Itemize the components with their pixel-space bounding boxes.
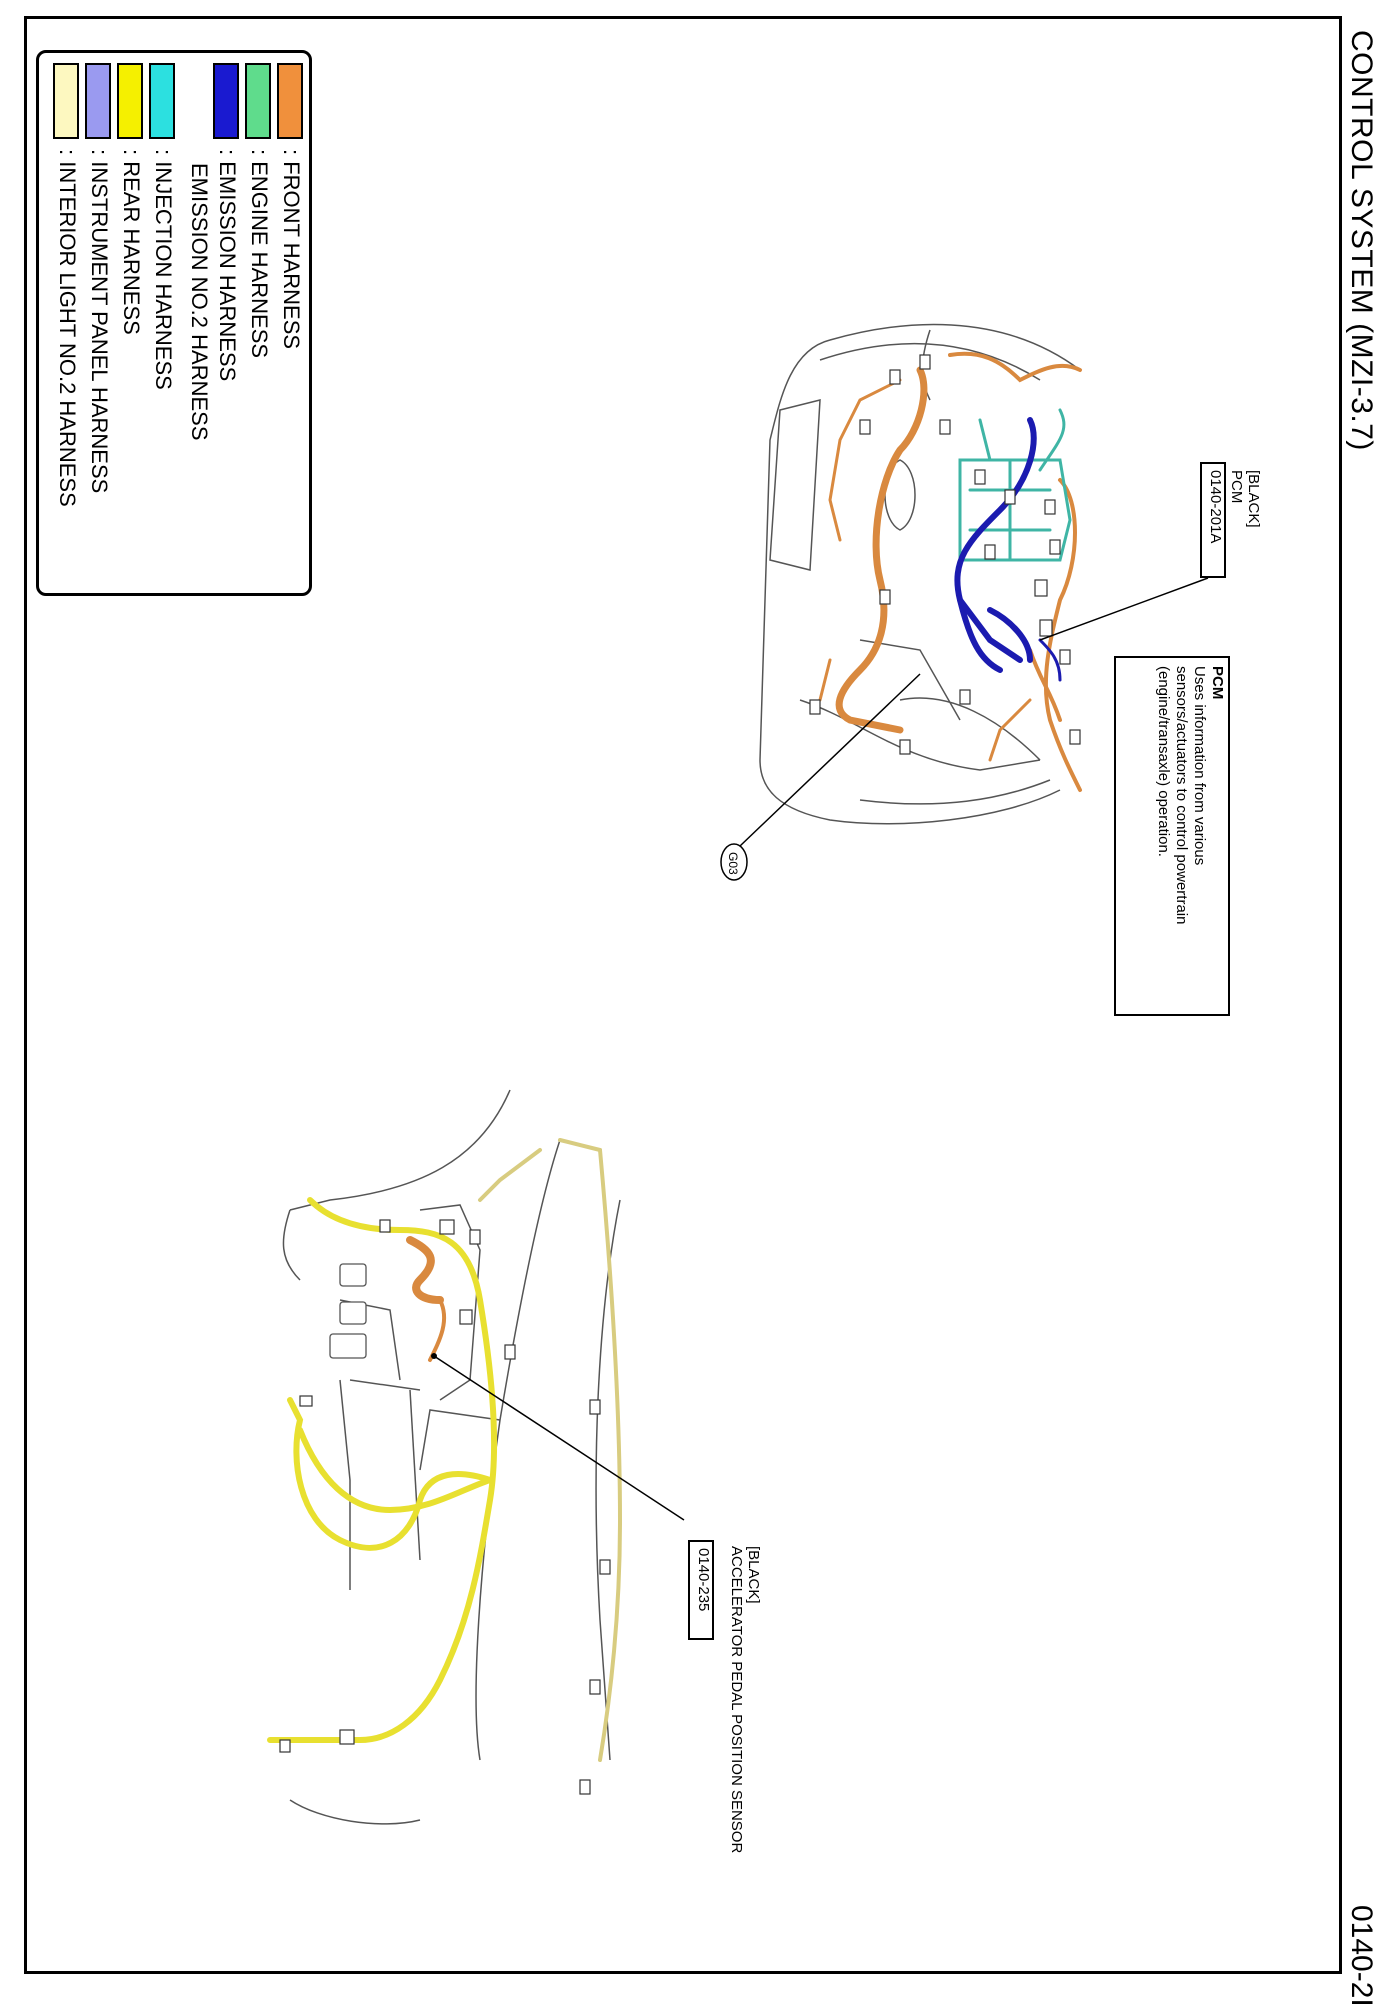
legend-swatch-interior: [53, 63, 79, 139]
page-frame: [24, 16, 1342, 1974]
pcm-code-label: 0140-201A: [1207, 470, 1224, 544]
app-leader-line: [433, 1355, 685, 1521]
ip-connectors: [279, 1219, 611, 1795]
legend-swatch-emission: [213, 63, 239, 139]
app-code-label: 0140-235: [695, 1548, 712, 1612]
emission-harness: [954, 417, 1062, 682]
legend-swatch-instrument: [85, 63, 111, 139]
interior-light-harness: [478, 1138, 623, 1762]
legend-swatch-front: [277, 63, 303, 139]
pcm-code-box: 0140-201A: [1200, 462, 1226, 578]
pedal-shapes: [329, 1263, 367, 1359]
front-harness-ip: [406, 1236, 447, 1362]
injection-harness: [958, 408, 1072, 562]
legend-swatch-injection: [149, 63, 175, 139]
app-sensor-marker: [431, 1353, 437, 1359]
legend-swatch-rear: [117, 63, 143, 139]
engine-compartment-outline: [759, 323, 1081, 825]
app-code-box: 0140-235: [688, 1540, 714, 1640]
engine-connectors: [809, 354, 1081, 755]
instrument-panel-outline: [282, 1089, 621, 1825]
pcm-desc-line-1: Uses information from various: [1191, 666, 1208, 866]
pcm-color-label: [BLACK]: [1245, 470, 1262, 528]
g03-leader-line: [739, 673, 921, 847]
g03-label: G03: [726, 852, 740, 875]
app-color-label: [BLACK]: [745, 1546, 762, 1604]
pcm-description-box: PCM Uses information from various sensor…: [1114, 656, 1230, 1016]
rear-harness: [267, 1197, 498, 1743]
pcm-name-label: PCM: [1228, 470, 1245, 504]
app-name-label: ACCELERATOR PEDAL POSITION SENSOR: [728, 1546, 745, 1854]
front-harness-engine: [818, 351, 1082, 792]
pcm-desc-line-2: sensors/actuators to control powertrain: [1173, 666, 1190, 925]
pcm-desc-line-3: (engine/transaxle) operation.: [1155, 666, 1172, 857]
harness-legend: : FRONT HARNESS : ENGINE HARNESS : EMISS…: [36, 50, 312, 596]
legend-swatch-engine: [245, 63, 271, 139]
g03-ground-marker: [720, 843, 748, 881]
pcm-desc-heading: PCM: [1209, 666, 1226, 700]
pcm-leader-line: [1039, 577, 1209, 641]
